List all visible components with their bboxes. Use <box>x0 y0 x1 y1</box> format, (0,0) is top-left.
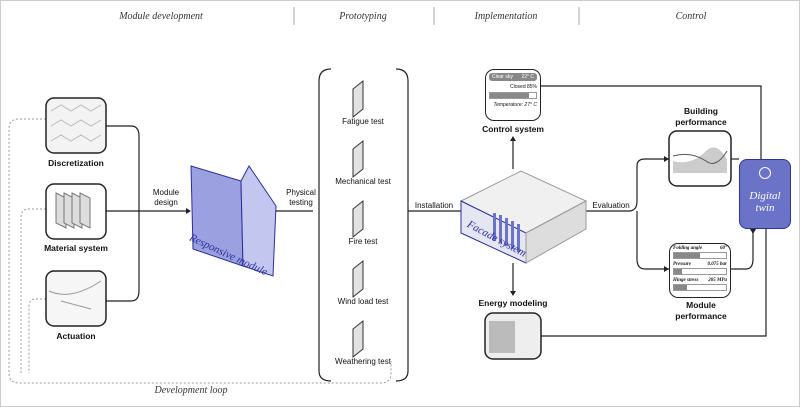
module-performance-panel: Folding angle 60° Pressure 0.075 bar Hinge… <box>669 243 731 298</box>
pressure-bar <box>673 268 727 275</box>
discretization-label: Discretization <box>48 158 104 168</box>
actuation-label: Actuation <box>56 331 96 341</box>
phase-module-development: Module development <box>119 11 203 22</box>
phase-implementation: Implementation <box>474 11 538 22</box>
metric-value: 205 MPa <box>708 278 727 283</box>
building-performance-label: Building performance <box>675 106 727 127</box>
metric-name: Pressure <box>673 262 692 267</box>
weathering-test-label: Weathering test <box>335 357 391 366</box>
digital-twin-label: Digital twin <box>749 190 781 214</box>
mechanical-test-label: Mechanical test <box>335 177 391 186</box>
development-loop-label: Development loop <box>154 385 228 396</box>
phase-control: Control <box>675 11 707 22</box>
metric-name: Hinge stress <box>673 278 699 283</box>
module-design-label: Module design <box>152 188 180 207</box>
energy-modeling-label: Energy modeling <box>478 298 548 308</box>
actuation-image <box>45 270 107 327</box>
control-system-panel: Clear sky 22° C Closed 85% Temperature: … <box>485 69 541 121</box>
material-system-image <box>45 183 107 240</box>
weather-status: Clear sky <box>492 74 513 80</box>
metric-value: 60° <box>720 246 727 251</box>
module-performance-label: Module performance <box>675 300 727 321</box>
fire-test-label: Fire test <box>348 237 378 246</box>
test-icons <box>352 79 364 359</box>
discretization-image <box>45 97 107 154</box>
responsive-module-graphic <box>190 165 277 277</box>
metric-name: Folding angle <box>673 246 703 251</box>
temperature-readout: Temperature: 27° C <box>493 102 537 108</box>
installation-label: Installation <box>414 201 454 210</box>
metric-value: 0.075 bar <box>707 262 727 267</box>
closed-status: Closed 85% <box>510 84 537 90</box>
facade-system-graphic <box>459 170 588 264</box>
building-performance-chart <box>668 130 732 187</box>
material-system-label: Material system <box>44 243 108 253</box>
control-system-label: Control system <box>482 124 544 134</box>
energy-modeling-image <box>484 312 542 360</box>
closed-progress-bar <box>489 92 537 99</box>
development-loop-path <box>8 118 392 384</box>
fatigue-test-label: Fatigue test <box>342 117 384 126</box>
digital-twin-box: Digital twin <box>739 159 791 229</box>
hinge-stress-bar <box>673 284 727 291</box>
physical-testing-label: Physical testing <box>286 188 316 207</box>
wind-load-test-label: Wind load test <box>337 297 389 306</box>
evaluation-label: Evaluation <box>592 201 630 210</box>
sync-icon <box>759 167 771 179</box>
folding-angle-bar <box>673 252 727 259</box>
outdoor-temp: 22° C <box>521 74 534 80</box>
phase-prototyping: Prototyping <box>339 11 387 22</box>
